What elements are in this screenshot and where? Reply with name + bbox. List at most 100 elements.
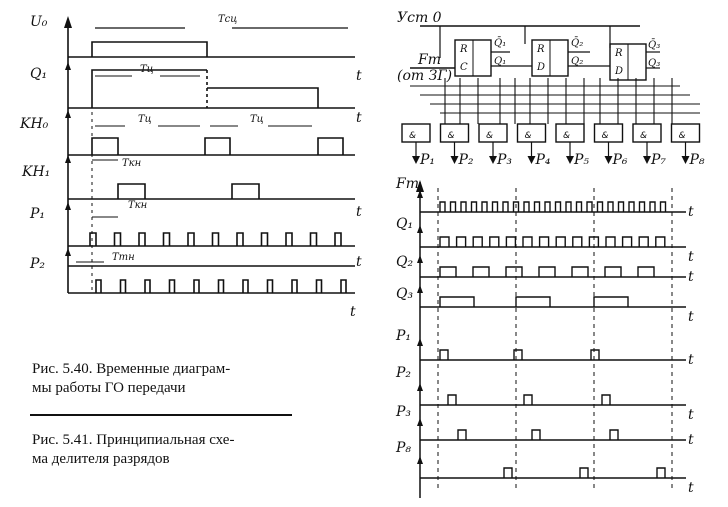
p1-pulse <box>260 232 269 246</box>
ft-clock-pulse <box>628 201 635 212</box>
decoded-pulse <box>601 394 611 405</box>
decoded-pulse <box>439 349 449 360</box>
gate-output-arrow <box>681 156 690 164</box>
and-gate-symbol: & <box>563 131 570 141</box>
annotation-tc-2: Tц <box>138 114 152 125</box>
gate-output-arrow <box>489 156 497 164</box>
decoded-pulse <box>656 467 666 478</box>
gate-output-label: P₃ <box>496 152 512 168</box>
ft-input-label: Fт <box>417 52 441 68</box>
timing-t-label: t <box>688 204 694 220</box>
p1-pulse <box>138 232 146 246</box>
q2-pulse <box>637 266 655 277</box>
caption-divider <box>30 414 292 416</box>
caption-fig-5-40-line1: Рис. 5.40. Временные диаграм- <box>32 361 231 377</box>
ft-clock-pulse <box>659 201 667 212</box>
fig41-timing-diagram <box>416 180 686 498</box>
gate-output-label: P₂ <box>458 152 474 168</box>
ff3-r-label: R <box>614 48 623 59</box>
q1-pulse <box>439 236 450 247</box>
timing-axis-arrow <box>417 285 423 293</box>
q2-pulse <box>538 266 556 277</box>
signal-label-u0: U₀ <box>30 14 48 30</box>
gate-output-label: P₅ <box>573 152 589 168</box>
q1-pulse <box>538 236 550 247</box>
ft-clock-pulse <box>617 201 625 212</box>
annotation-tkn-1: Tкн <box>122 158 141 169</box>
p1-pulse <box>187 232 195 246</box>
ff2-qbar-out: Q₂ <box>571 56 583 67</box>
ft-clock-pulse <box>544 201 551 212</box>
ff2-q-out: Q̄₂ <box>571 37 583 49</box>
p1-pulse <box>285 232 293 246</box>
decoded-pulse <box>609 429 619 440</box>
timing-signal-label: P₂ <box>395 365 411 381</box>
timing-t-label: t <box>688 480 694 496</box>
decoded-pulse <box>590 349 600 360</box>
p2-pulse <box>193 279 200 293</box>
gate-output-arrow <box>604 156 613 164</box>
timing-signal-label: P₁ <box>395 328 411 344</box>
ff2-r-label: R <box>536 44 545 55</box>
p1-pulse <box>309 232 318 246</box>
ft-clock-pulse <box>596 201 604 212</box>
annotation-tkn-2: Tкн <box>128 200 147 211</box>
p1-pulse <box>113 232 122 246</box>
and-gate-symbol: & <box>486 131 493 141</box>
ft-clock-pulse <box>449 201 457 212</box>
q3-pulse <box>593 296 629 307</box>
gate-output-arrow <box>412 156 420 164</box>
gate-output-label: P₆ <box>612 152 628 168</box>
ft-clock-pulse <box>638 201 646 212</box>
signal-label-p1: P₁ <box>29 206 45 222</box>
p1-pulse <box>236 232 244 246</box>
ft-clock-pulse <box>512 201 520 212</box>
and-gate-symbol: & <box>525 131 532 141</box>
ff2-d-label: D <box>536 62 545 73</box>
timing-t-label: t <box>688 352 694 368</box>
decoded-pulse <box>531 429 541 440</box>
q2-pulse <box>439 266 457 277</box>
gate-output-label: P₄ <box>535 152 551 168</box>
ff1-r-label: R <box>459 44 468 55</box>
q1-pulse <box>555 236 566 247</box>
signal-label-p2: P₂ <box>29 256 45 272</box>
p2-pulse <box>266 279 274 293</box>
caption-fig-5-41-line1: Рис. 5.41. Принципиальная схе- <box>32 432 235 448</box>
ft-clock-pulse <box>554 201 562 212</box>
timing-signal-label: Fт <box>395 176 419 192</box>
ft-clock-pulse <box>470 201 478 212</box>
timing-axis-arrow <box>417 190 423 198</box>
ff3-d-label: D <box>614 66 623 77</box>
ff3-q-out: Q̄₃ <box>648 39 660 51</box>
q1-pulse <box>489 236 500 247</box>
annotation-tc-3: Tц <box>250 114 264 125</box>
ft-clock-pulse <box>565 201 572 212</box>
p2-pulse <box>217 279 225 293</box>
p2-pulse <box>144 279 151 293</box>
gate-output-arrow <box>450 156 459 164</box>
timing-t-label: t <box>688 249 694 265</box>
q3-pulse <box>439 296 475 307</box>
caption-fig-5-41: Рис. 5.41. Принципиальная схе- ма делите… <box>32 431 234 469</box>
fig41-circuit: &&&&&&&& <box>401 25 701 164</box>
gate-output-arrow <box>527 156 536 164</box>
q2-pulse <box>604 266 622 277</box>
p1-pulse <box>162 232 171 246</box>
timing-signal-label: Q₂ <box>396 254 413 270</box>
p2-pulse <box>95 279 102 293</box>
signal-label-kh0: KH₀ <box>19 116 49 132</box>
ust-label: Уст 0 <box>397 10 442 26</box>
gate-output-label: P₇ <box>650 152 666 168</box>
caption-fig-5-40: Рис. 5.40. Временные диаграм- мы работы … <box>32 360 230 398</box>
and-gate-symbol: & <box>679 131 686 141</box>
ft-clock-pulse <box>502 201 509 212</box>
q1-pulse <box>572 236 583 247</box>
ft-clock-pulse <box>460 201 467 212</box>
ft-clock-pulse <box>481 201 488 212</box>
ft-clock-pulse <box>649 201 656 212</box>
ot-zg-label: (от ЗГ) <box>397 68 452 84</box>
ff1-c-label: C <box>460 62 468 73</box>
ff1-qbar-out: Q₁ <box>494 56 506 67</box>
